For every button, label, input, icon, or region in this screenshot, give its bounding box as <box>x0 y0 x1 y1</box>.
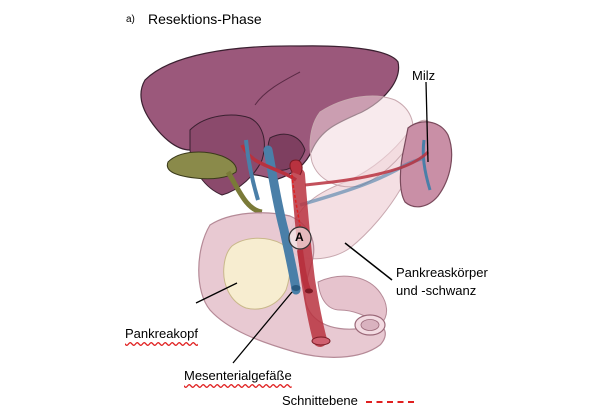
leader-mesenterialgefaesse <box>232 291 293 364</box>
figure-title: Resektions-Phase <box>148 11 262 27</box>
legend-cut-plane-swatch <box>365 400 414 403</box>
splenic-artery <box>304 150 430 187</box>
liver-fissure <box>254 71 301 106</box>
label-mesenteric-vessels: Mesenterialgefäße <box>184 368 292 383</box>
label-pancreas-body-line2: und -schwanz <box>396 283 477 298</box>
cystic-duct <box>225 170 263 215</box>
spleen <box>399 121 453 208</box>
marker-a-circle <box>288 226 312 250</box>
stomach-outline <box>309 95 414 188</box>
label-spleen: Milz <box>412 68 436 83</box>
aorta-lumen <box>311 336 331 346</box>
gallbladder <box>166 151 237 180</box>
spleen-hilum-vein <box>421 139 432 191</box>
mesenteric-artery-lumen <box>305 288 313 294</box>
marker-a-label: A <box>295 230 304 244</box>
legend-cut-plane: Schnittebene <box>282 393 414 408</box>
legend-cut-plane-text: Schnittebene <box>282 393 358 408</box>
aorta <box>291 168 327 347</box>
mesenteric-vein-lumen <box>291 285 301 291</box>
jejunum-lumen-inner <box>360 319 380 331</box>
bile-duct <box>244 139 260 201</box>
panel-letter: a) <box>126 14 135 25</box>
leader-pankreakopf <box>195 282 238 304</box>
leader-milz <box>425 81 429 163</box>
celiac-trunk <box>289 159 303 176</box>
pancreas-head <box>223 237 291 310</box>
label-pancreas-head: Pankreakopf <box>125 326 198 341</box>
cut-plane-line <box>291 174 301 227</box>
label-pancreas-body-line1: Pankreaskörper <box>396 265 488 280</box>
mesenteric-artery <box>297 249 311 292</box>
leader-pankreaskoerper <box>344 242 393 281</box>
hepatic-artery <box>240 144 298 182</box>
